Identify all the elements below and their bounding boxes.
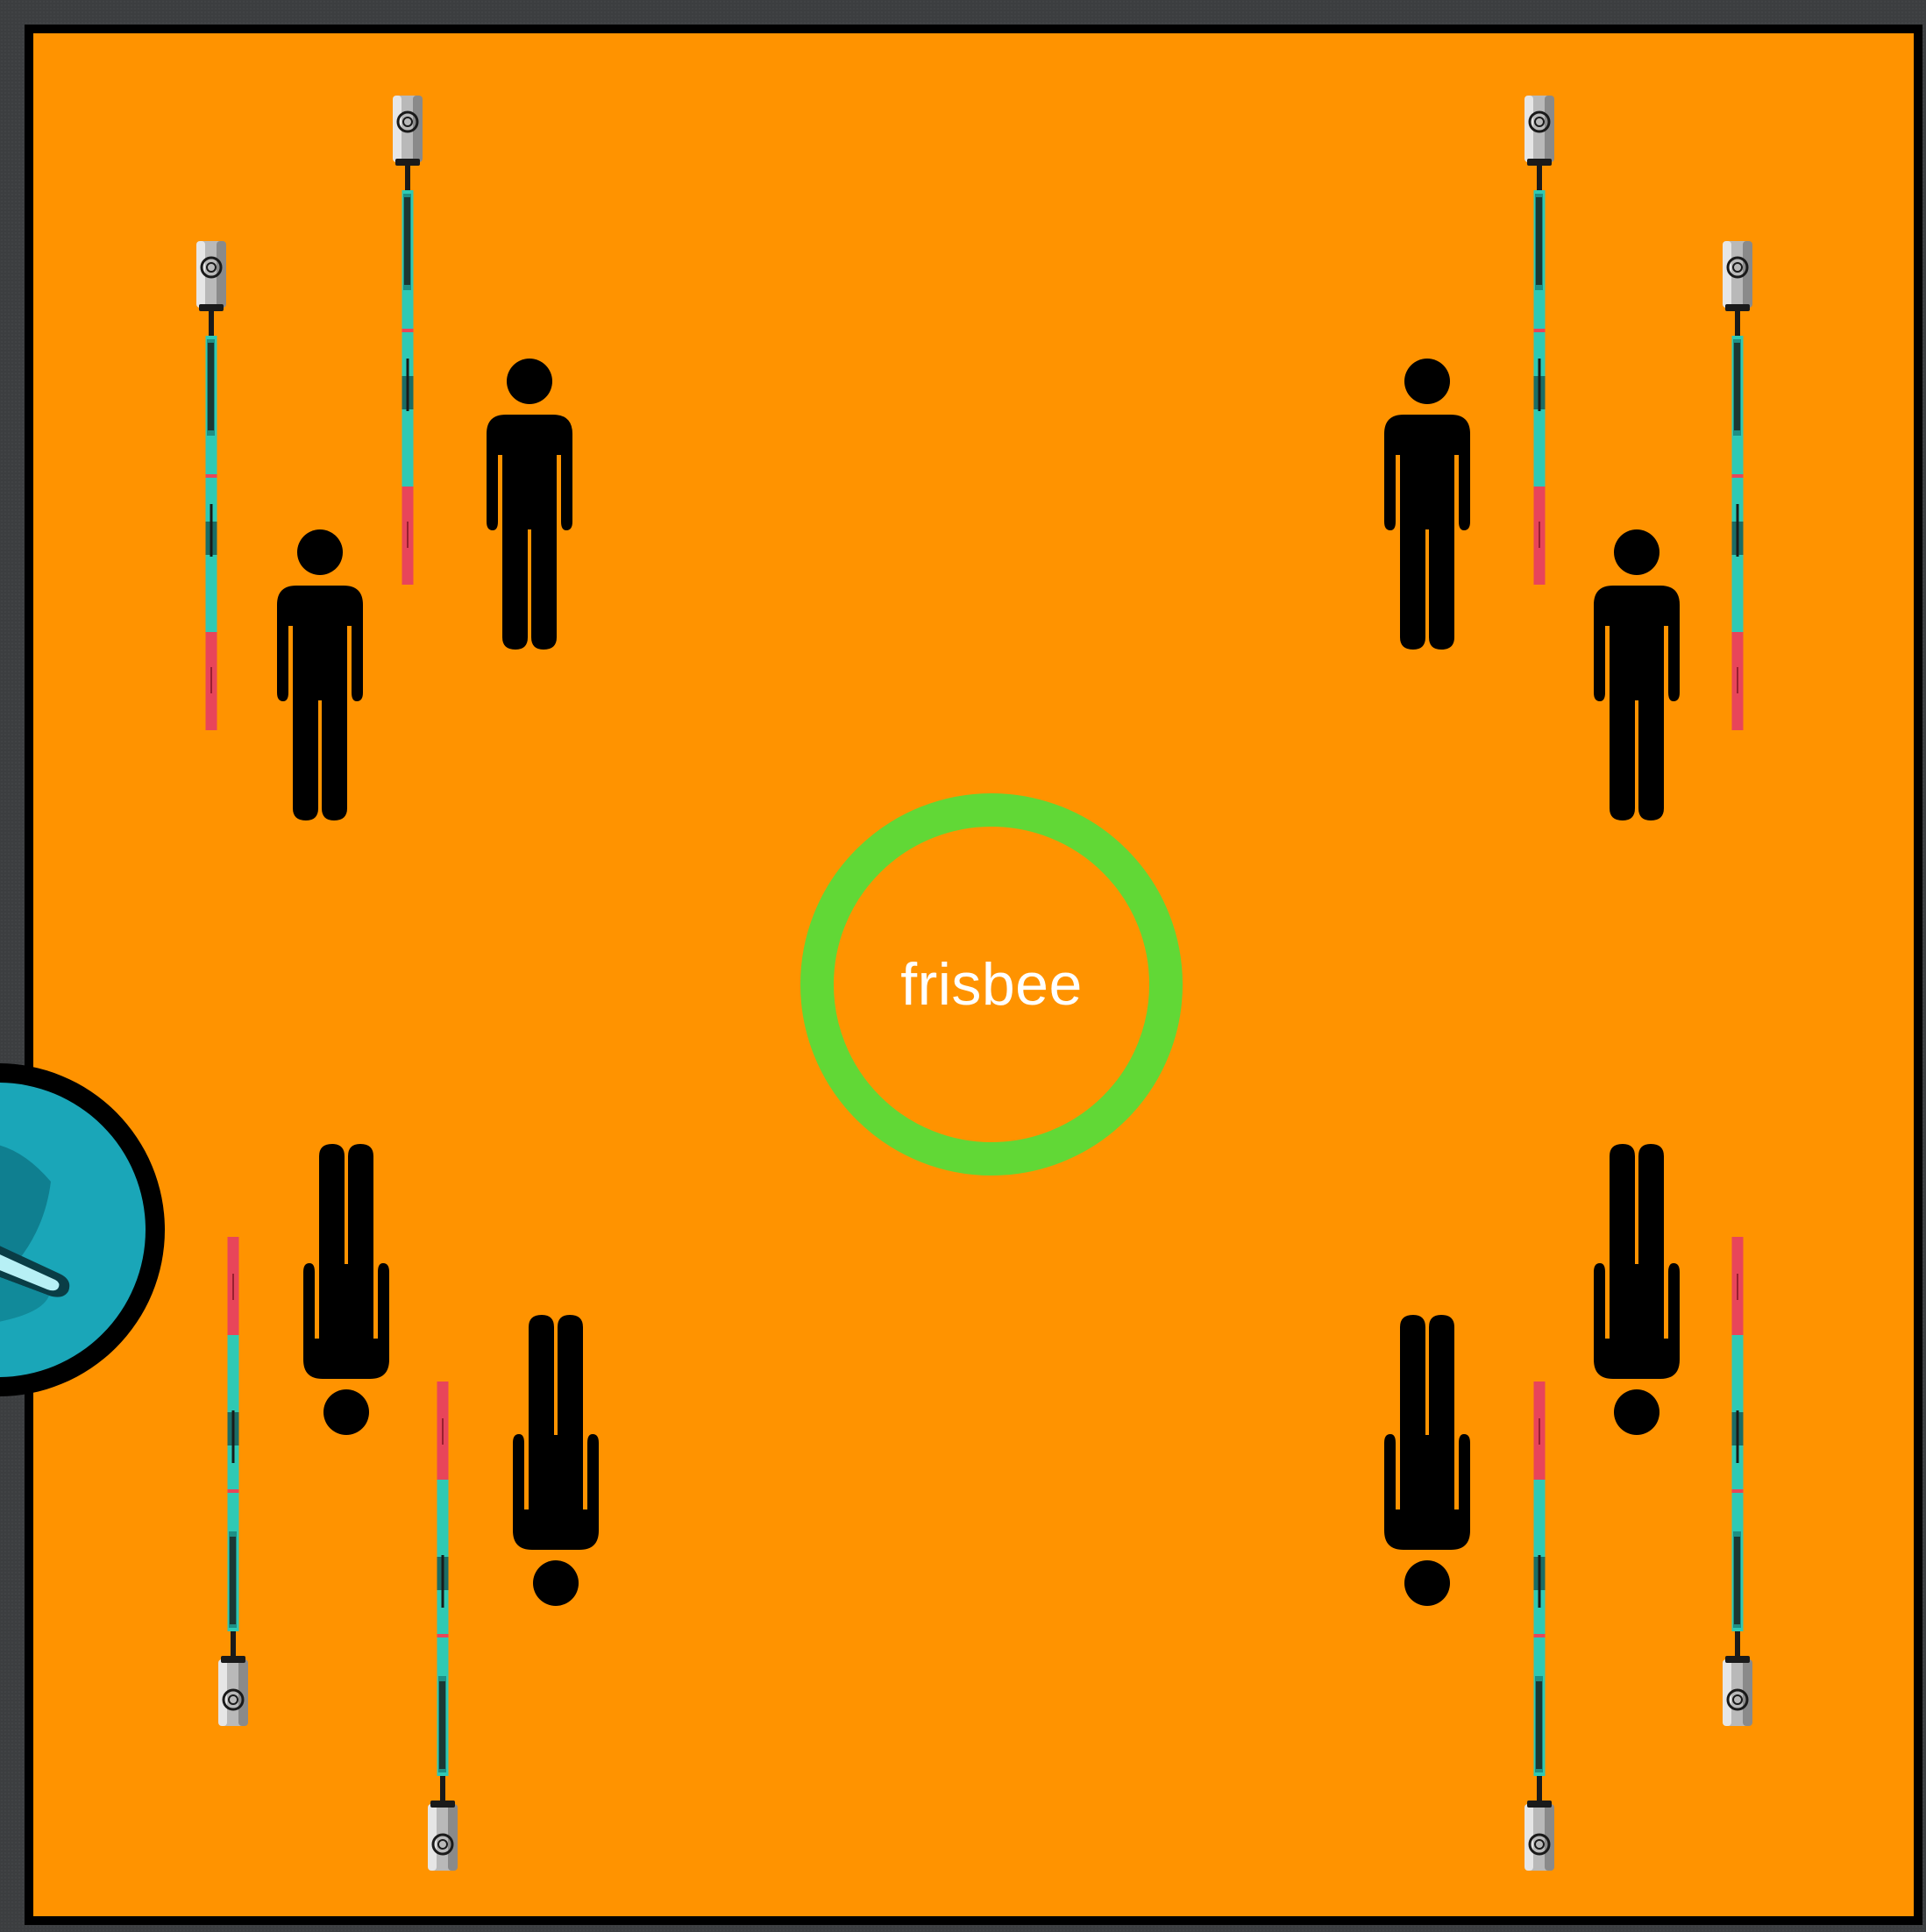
- playing-field: frisbee: [25, 25, 1922, 1925]
- frisbee-label: frisbee: [900, 951, 1083, 1018]
- field-diagram: [33, 33, 1914, 1916]
- keynote-app-icon[interactable]: [0, 1050, 168, 1410]
- field-surface: [33, 33, 1914, 1916]
- frisbee-circle: [800, 793, 1183, 1176]
